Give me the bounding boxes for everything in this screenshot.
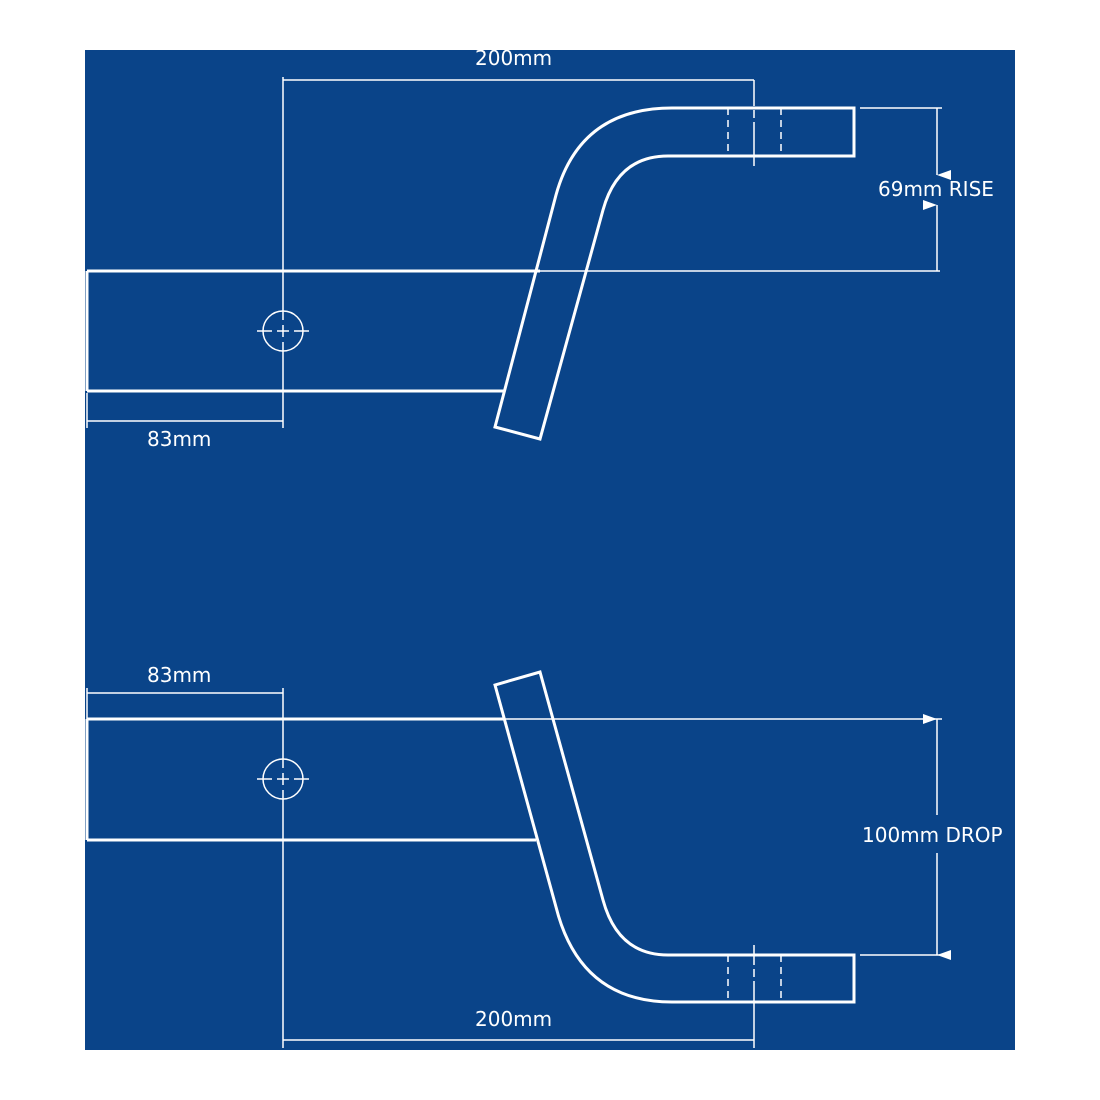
drawbar-bottom: [493, 670, 856, 1004]
rise-view: [85, 77, 951, 441]
bottom-offset-dimension-label: 83mm: [147, 663, 212, 687]
pin-hole-icon: [257, 305, 309, 357]
top-width-dimension-label: 200mm: [475, 46, 553, 70]
drawbar-top: [493, 106, 856, 441]
shank-top: [85, 269, 940, 393]
rise-dimension-label: 69mm RISE: [878, 177, 994, 201]
pin-hole-icon: [257, 753, 309, 805]
drop-view: [85, 670, 951, 1048]
drop-dimension-label: 100mm DROP: [862, 823, 1003, 847]
top-offset-dimension-label: 83mm: [147, 427, 212, 451]
bottom-width-dimension-label: 200mm: [475, 1007, 553, 1031]
shank-bottom: [85, 717, 942, 842]
